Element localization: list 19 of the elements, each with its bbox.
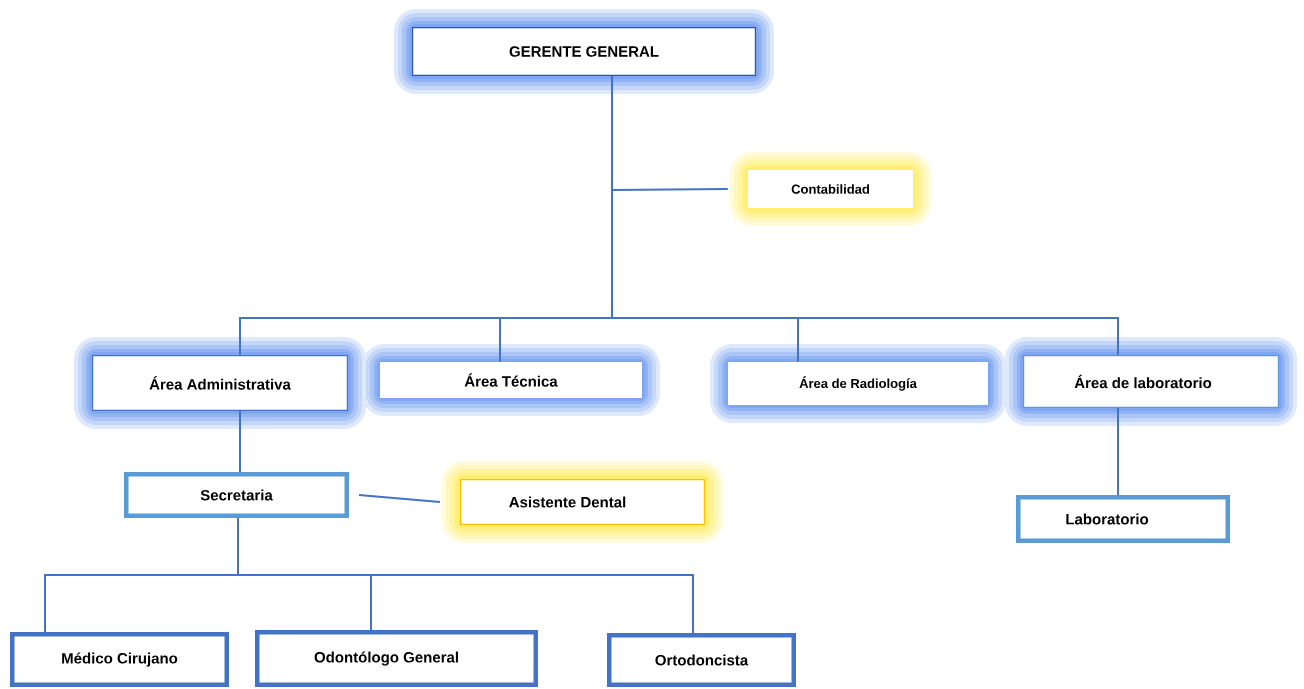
org-box: Secretaria — [124, 472, 349, 518]
org-box: GERENTE GENERAL — [394, 9, 774, 94]
connector-line — [237, 517, 694, 634]
org-box: Odontólogo General — [255, 630, 538, 687]
org-box: Médico Cirujano — [10, 632, 229, 687]
org-box: Área Administrativa — [74, 337, 366, 429]
org-box: Área de laboratorio — [1005, 337, 1297, 426]
org-box: Área de Radiología — [710, 344, 1006, 423]
connector-line — [239, 410, 241, 473]
org-box: Asistente Dental — [442, 461, 723, 543]
org-box: Contabilidad — [730, 152, 931, 226]
connector-line — [358, 494, 441, 503]
connector-line — [611, 75, 1119, 356]
node-label: Área de laboratorio — [1074, 374, 1212, 389]
connector-line — [1117, 407, 1119, 496]
org-box: Área Técnica — [362, 344, 660, 416]
node-label: Área de Radiología — [799, 376, 917, 391]
org-box: Ortodoncista — [607, 633, 796, 687]
org-box: Laboratorio — [1016, 495, 1230, 543]
